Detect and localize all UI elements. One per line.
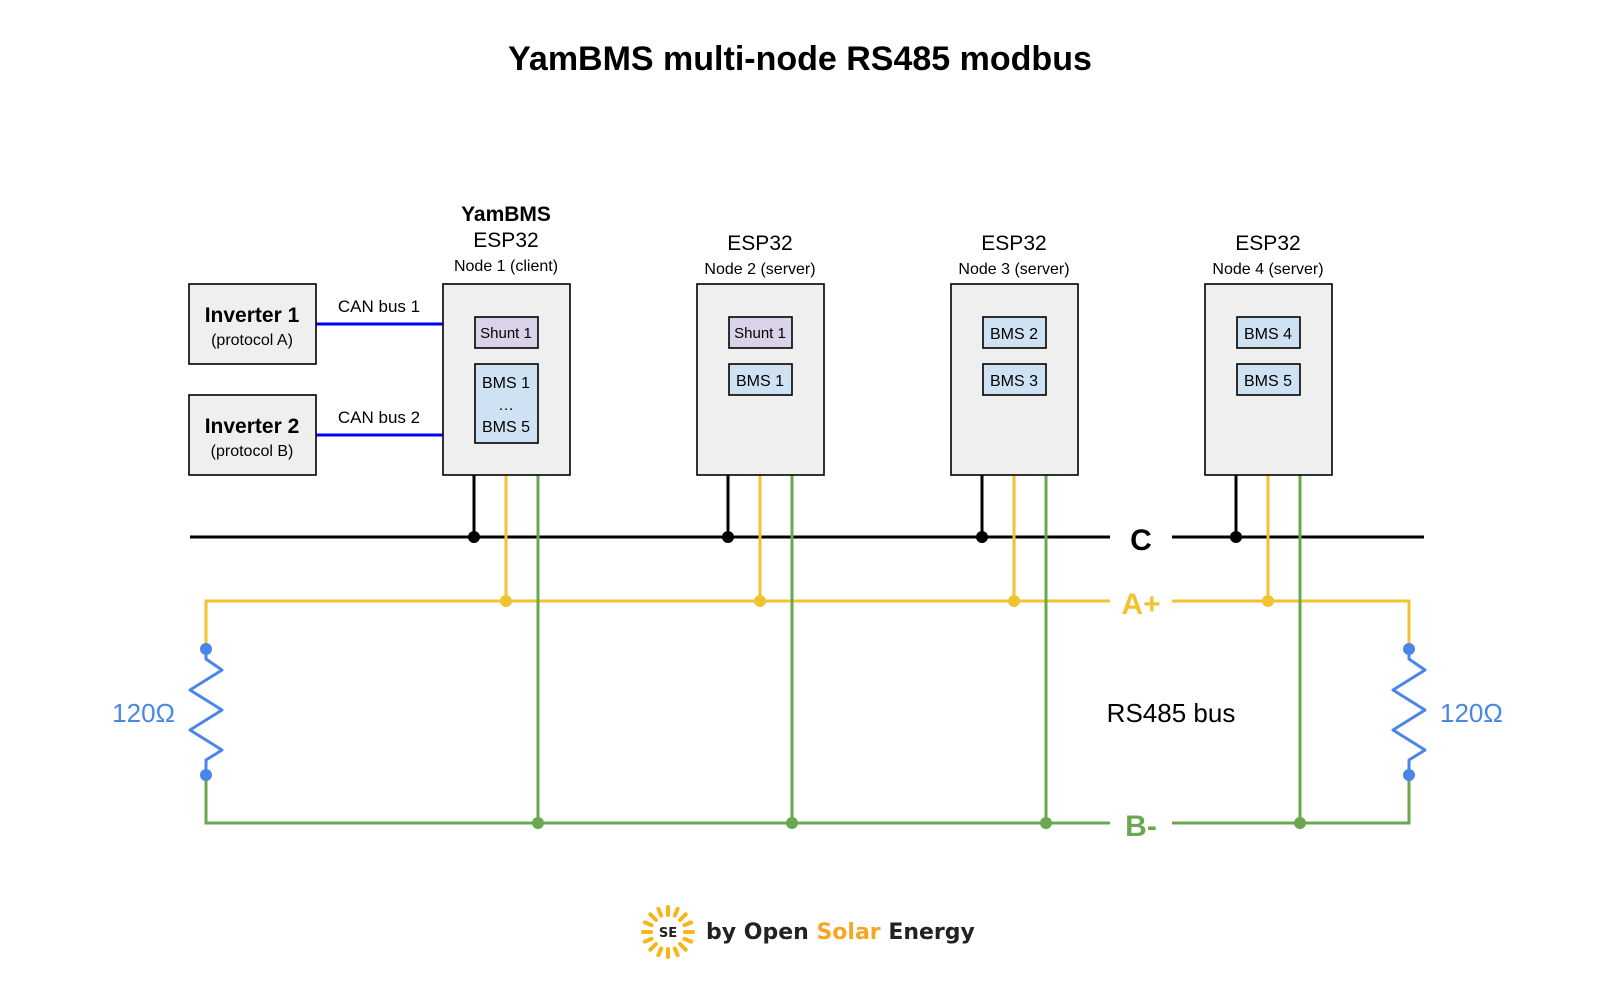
inverter-1: Inverter 1 (protocol A) — [188, 283, 317, 365]
footer-brand: SE by Open Solar Energy — [640, 904, 975, 960]
node-2-bms-label: BMS 1 — [736, 373, 784, 390]
node-2-bms — [728, 363, 793, 396]
node-3-bms-a-label: BMS 2 — [990, 326, 1038, 343]
node-3-chip: ESP32 — [981, 232, 1046, 255]
node-2: ESP32 Node 2 (server) Shunt 1 BMS 1 — [696, 232, 825, 476]
node-4: ESP32 Node 4 (server) BMS 4 BMS 5 — [1204, 232, 1333, 476]
resistor-right — [1391, 643, 1427, 781]
can-bus-2-label: CAN bus 2 — [338, 408, 420, 427]
inverter-2: Inverter 2 (protocol B) — [188, 394, 317, 476]
bus-c-label: C — [1130, 524, 1152, 557]
diagram-title: YamBMS multi-node RS485 modbus — [508, 40, 1092, 78]
bus-b-label: B- — [1125, 810, 1157, 843]
node-1-bms-last: BMS 5 — [482, 419, 530, 436]
footer-highlight: Solar — [816, 919, 881, 945]
node-3-bms-b-label: BMS 3 — [990, 373, 1038, 390]
node-1-shunt — [474, 316, 539, 349]
node-2-drops — [722, 475, 798, 829]
node-1-role: Node 1 (client) — [454, 258, 558, 275]
node-3-bms-a — [982, 316, 1047, 349]
footer-suffix: Energy — [880, 919, 975, 945]
node-4-bms-a-label: BMS 4 — [1244, 326, 1292, 343]
node-2-shunt — [728, 316, 793, 349]
node-3-role: Node 3 (server) — [958, 261, 1069, 278]
node-1-brand: YamBMS — [461, 203, 551, 226]
node-1-chip: ESP32 — [473, 229, 538, 252]
resistor-left — [188, 643, 224, 781]
bus-a — [204, 599, 1411, 649]
node-1: YamBMS ESP32 Node 1 (client) Shunt 1 BMS… — [442, 203, 571, 476]
resistor-right-label: 120Ω — [1440, 698, 1503, 728]
inverter-1-name: Inverter 1 — [205, 304, 300, 327]
node-1-bms-group — [474, 363, 539, 444]
inverter-2-name: Inverter 2 — [205, 415, 300, 438]
node-2-chip: ESP32 — [727, 232, 792, 255]
node-4-bms-a — [1236, 316, 1301, 349]
bus-a-label: A+ — [1121, 588, 1160, 621]
sun-logo-icon: SE — [641, 905, 695, 959]
node-3: ESP32 Node 3 (server) BMS 2 BMS 3 — [950, 232, 1079, 476]
node-2-role: Node 2 (server) — [704, 261, 815, 278]
inverter-2-protocol: (protocol B) — [211, 443, 294, 460]
node-3-bms-b — [982, 363, 1047, 396]
node-4-role: Node 4 (server) — [1212, 261, 1323, 278]
node-4-chip: ESP32 — [1235, 232, 1300, 255]
node-1-drops — [468, 475, 544, 829]
node-4-drops — [1230, 475, 1306, 829]
can-bus-1-label: CAN bus 1 — [338, 297, 420, 316]
node-3-drops — [976, 475, 1052, 829]
node-2-shunt-label: Shunt 1 — [734, 325, 786, 342]
inverter-1-protocol: (protocol A) — [211, 332, 293, 349]
logo-text: SE — [659, 926, 677, 941]
resistor-left-label: 120Ω — [112, 698, 175, 728]
rs485-bus-label: RS485 bus — [1107, 698, 1236, 728]
node-4-bms-b-label: BMS 5 — [1244, 373, 1292, 390]
node-1-bms-ellipsis: … — [498, 397, 514, 414]
node-1-bms-first: BMS 1 — [482, 375, 530, 392]
node-4-bms-b — [1236, 363, 1301, 396]
footer-prefix: by Open — [706, 919, 817, 945]
footer-text: by Open Solar Energy — [706, 920, 975, 945]
bus-b — [204, 775, 1411, 825]
node-1-shunt-label: Shunt 1 — [480, 325, 532, 342]
